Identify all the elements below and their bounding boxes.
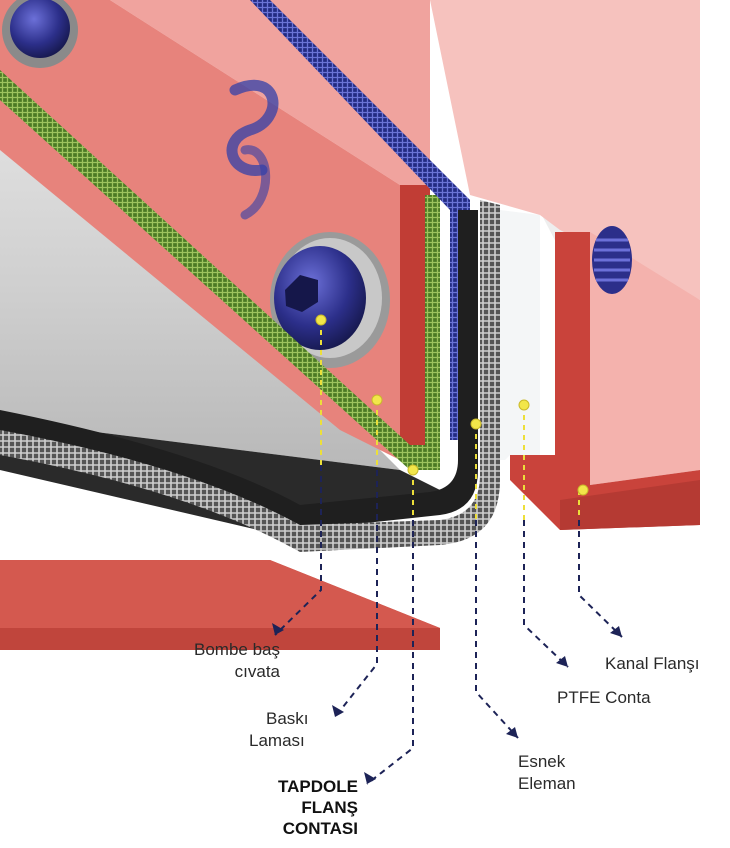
label-gasket-line3: CONTASI	[282, 819, 358, 838]
hex-bolt-icon	[270, 232, 390, 368]
marker-pressure-bar	[371, 394, 383, 406]
gasket-wrap	[0, 200, 500, 552]
leader-flange	[578, 520, 623, 638]
label-gasket-line2: FLANŞ	[301, 798, 358, 817]
label-ptfe-text: PTFE Conta	[557, 688, 651, 707]
leader-bolt	[274, 465, 322, 636]
marker-flex	[470, 418, 482, 430]
label-duct-flange-text: Kanal Flanşı	[605, 654, 700, 673]
leader-gasket	[366, 520, 414, 785]
threaded-stud-icon	[592, 226, 632, 294]
label-bolt-line1: Bombe baş	[194, 640, 280, 659]
marker-bolt	[315, 314, 327, 326]
label-pressure-bar-line1: Baskı	[266, 709, 309, 728]
label-pressure-bar: Baskı Laması	[249, 708, 309, 752]
ptfe-strip	[500, 210, 540, 460]
leader-flex	[475, 520, 519, 739]
label-gasket-line1: TAPDOLE	[278, 777, 358, 796]
label-duct-flange: Kanal Flanşı	[605, 653, 700, 675]
label-pressure-bar-line2: Laması	[249, 731, 305, 750]
flex-element-shape	[0, 210, 478, 530]
label-flex-line1: Esnek	[518, 752, 566, 771]
bolt-top	[2, 0, 78, 68]
label-flex-line2: Eleman	[518, 774, 576, 793]
marker-flange	[577, 484, 589, 496]
label-flex-element: Esnek Eleman	[518, 751, 576, 795]
duct-flange-right	[430, 0, 700, 300]
marker-ptfe	[518, 399, 530, 411]
label-bolt: Bombe baş cıvata	[140, 639, 280, 683]
logo-mark	[226, 79, 279, 220]
label-gasket: TAPDOLE FLANŞ CONTASI	[240, 776, 358, 839]
marker-gasket	[407, 464, 419, 476]
label-bolt-line2: cıvata	[234, 662, 280, 681]
leader-ptfe	[523, 520, 569, 668]
label-ptfe: PTFE Conta	[557, 687, 651, 709]
